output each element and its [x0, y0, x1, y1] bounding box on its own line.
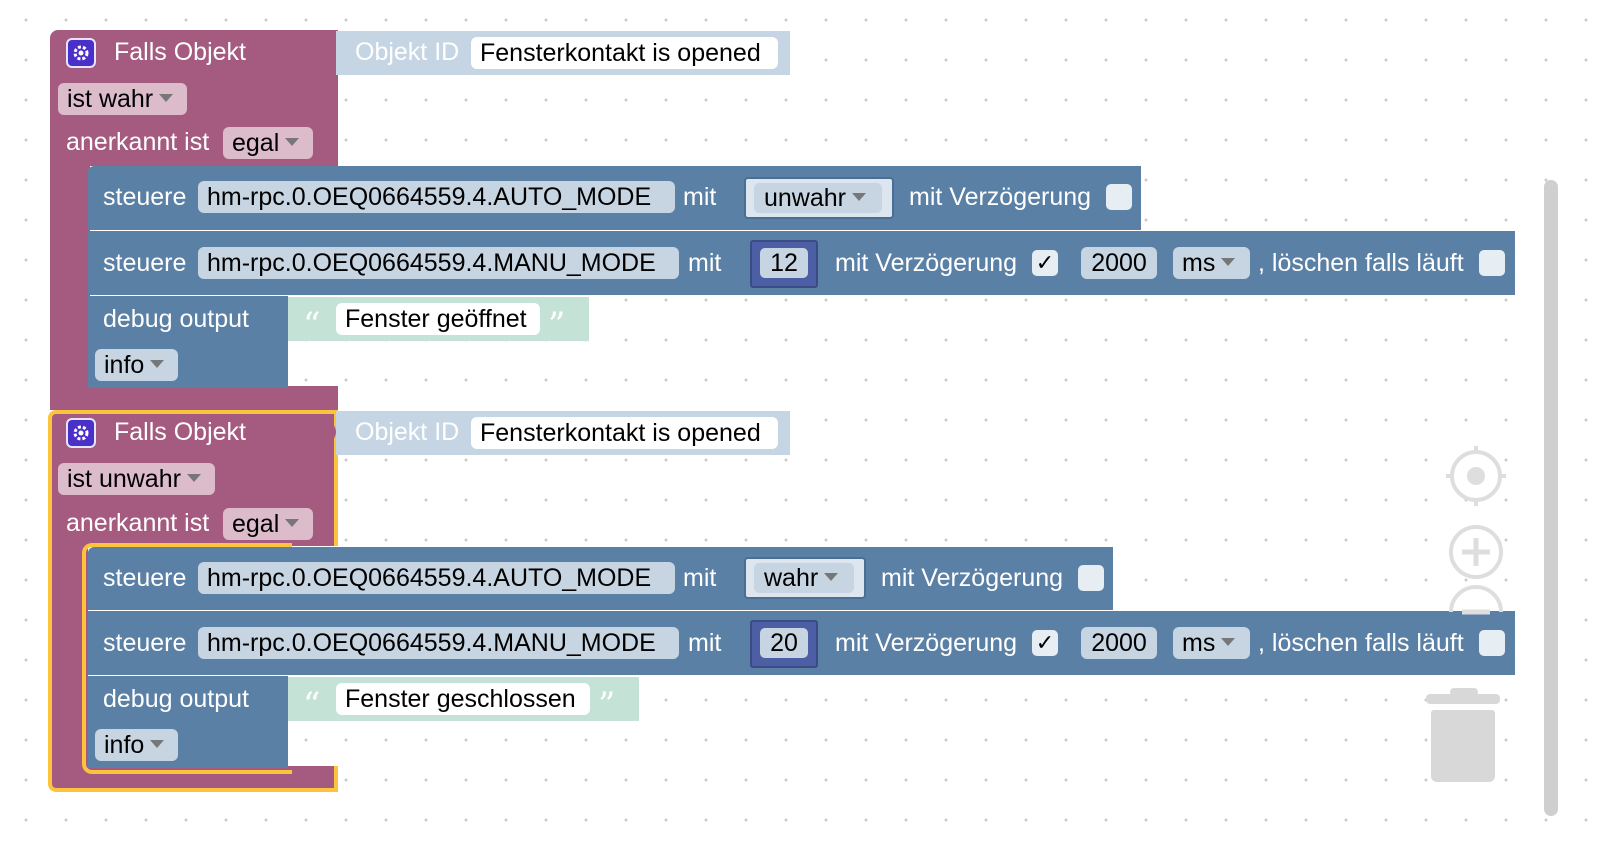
- chevron-down-icon: [824, 573, 839, 582]
- value-dropdown-value: unwahr: [764, 184, 846, 212]
- mit-label: mit: [683, 183, 717, 211]
- mit-label: mit: [683, 564, 717, 592]
- number-field[interactable]: 12: [760, 248, 808, 278]
- acknowledged-value: egal: [232, 510, 280, 538]
- event-title: Falls Objekt: [114, 418, 246, 446]
- event-block-spine: [50, 160, 90, 410]
- clear-running-label: , löschen falls läuft: [1258, 629, 1464, 657]
- trash-icon[interactable]: [1426, 688, 1502, 784]
- steuere-label: steuere: [103, 183, 187, 211]
- delay-field[interactable]: 2000: [1081, 247, 1157, 279]
- state-id-field[interactable]: hm-rpc.0.OEQ0664559.4.AUTO_MODE: [198, 562, 675, 594]
- delay-checkbox[interactable]: ✓: [1032, 250, 1058, 276]
- delay-label: mit Verzögerung: [835, 249, 1018, 277]
- zoom-out-icon[interactable]: [1446, 582, 1506, 642]
- debug-text-field[interactable]: Fenster geöffnet: [336, 303, 540, 335]
- input-connector: [322, 41, 336, 63]
- clear-running-checkbox[interactable]: [1479, 250, 1505, 276]
- chevron-down-icon: [150, 360, 165, 369]
- acknowledged-label: anerkannt ist: [66, 128, 210, 156]
- chevron-down-icon: [852, 193, 866, 202]
- chevron-down-icon: [1221, 258, 1236, 267]
- trash-body: [1431, 710, 1495, 782]
- log-level-value: info: [104, 731, 145, 759]
- selection-outline: [82, 543, 292, 774]
- gear-icon[interactable]: [66, 418, 96, 448]
- chevron-down-icon: [285, 138, 300, 147]
- input-connector: [322, 421, 336, 443]
- vertical-scrollbar[interactable]: [1544, 180, 1558, 816]
- delay-label: mit Verzögerung: [881, 564, 1064, 592]
- unit-value: ms: [1182, 629, 1216, 657]
- quote-close-icon: ”: [598, 685, 616, 725]
- steuere-label: steuere: [103, 564, 187, 592]
- chevron-down-icon: [285, 519, 300, 528]
- gear-icon[interactable]: [66, 38, 96, 68]
- log-level-value: info: [104, 351, 145, 379]
- value-dropdown[interactable]: unwahr: [754, 183, 882, 213]
- delay-checkbox[interactable]: [1106, 184, 1132, 210]
- acknowledged-dropdown[interactable]: egal: [223, 508, 313, 540]
- object-id-label: Objekt ID: [355, 38, 460, 66]
- delay-field[interactable]: 2000: [1081, 627, 1157, 659]
- log-level-dropdown[interactable]: info: [95, 349, 178, 381]
- delay-label: mit Verzögerung: [835, 629, 1018, 657]
- clear-running-checkbox[interactable]: [1479, 630, 1505, 656]
- recenter-icon[interactable]: [1446, 446, 1506, 506]
- acknowledged-dropdown[interactable]: egal: [223, 127, 313, 159]
- clear-running-label: , löschen falls läuft: [1258, 249, 1464, 277]
- condition-value: ist wahr: [67, 85, 154, 113]
- value-dropdown[interactable]: wahr: [754, 563, 854, 593]
- number-field[interactable]: 20: [760, 628, 808, 658]
- object-id-field[interactable]: Fensterkontakt is opened: [471, 417, 778, 449]
- unit-dropdown[interactable]: ms: [1173, 247, 1250, 279]
- steuere-label: steuere: [103, 249, 187, 277]
- condition-dropdown[interactable]: ist unwahr: [58, 463, 215, 495]
- chevron-down-icon: [1221, 638, 1236, 647]
- mit-label: mit: [688, 629, 722, 657]
- chevron-down-icon: [150, 740, 165, 749]
- zoom-in-icon[interactable]: [1446, 522, 1506, 582]
- chevron-down-icon: [159, 94, 174, 103]
- debug-output-label: debug output: [103, 685, 249, 713]
- unit-dropdown[interactable]: ms: [1173, 627, 1250, 659]
- object-id-label: Objekt ID: [355, 418, 460, 446]
- trash-lid-bar: [1426, 694, 1500, 704]
- condition-dropdown[interactable]: ist wahr: [58, 83, 187, 115]
- debug-text-field[interactable]: Fenster geschlossen: [336, 683, 590, 715]
- log-level-dropdown[interactable]: info: [95, 729, 178, 761]
- condition-value: ist unwahr: [67, 465, 181, 493]
- value-dropdown-value: wahr: [764, 564, 819, 592]
- event-block-spine: [48, 540, 88, 780]
- quote-open-icon: “: [303, 305, 321, 345]
- acknowledged-label: anerkannt ist: [66, 509, 210, 537]
- input-connector: [274, 308, 288, 330]
- delay-checkbox[interactable]: ✓: [1032, 630, 1058, 656]
- debug-output-label: debug output: [103, 305, 249, 333]
- quote-open-icon: “: [303, 685, 321, 725]
- delay-label: mit Verzögerung: [909, 183, 1092, 211]
- state-id-field[interactable]: hm-rpc.0.OEQ0664559.4.MANU_MODE: [198, 247, 679, 279]
- mit-label: mit: [688, 249, 722, 277]
- acknowledged-value: egal: [232, 129, 280, 157]
- quote-close-icon: ”: [548, 305, 566, 345]
- input-connector: [274, 689, 288, 711]
- event-title: Falls Objekt: [114, 38, 246, 66]
- event-block-footer: [50, 386, 338, 410]
- steuere-label: steuere: [103, 629, 187, 657]
- object-id-field[interactable]: Fensterkontakt is opened: [471, 37, 778, 69]
- state-id-field[interactable]: hm-rpc.0.OEQ0664559.4.AUTO_MODE: [198, 181, 675, 213]
- delay-checkbox[interactable]: [1078, 565, 1104, 591]
- unit-value: ms: [1182, 249, 1216, 277]
- chevron-down-icon: [186, 474, 201, 483]
- state-id-field[interactable]: hm-rpc.0.OEQ0664559.4.MANU_MODE: [198, 627, 679, 659]
- trash-lid: [1450, 688, 1478, 696]
